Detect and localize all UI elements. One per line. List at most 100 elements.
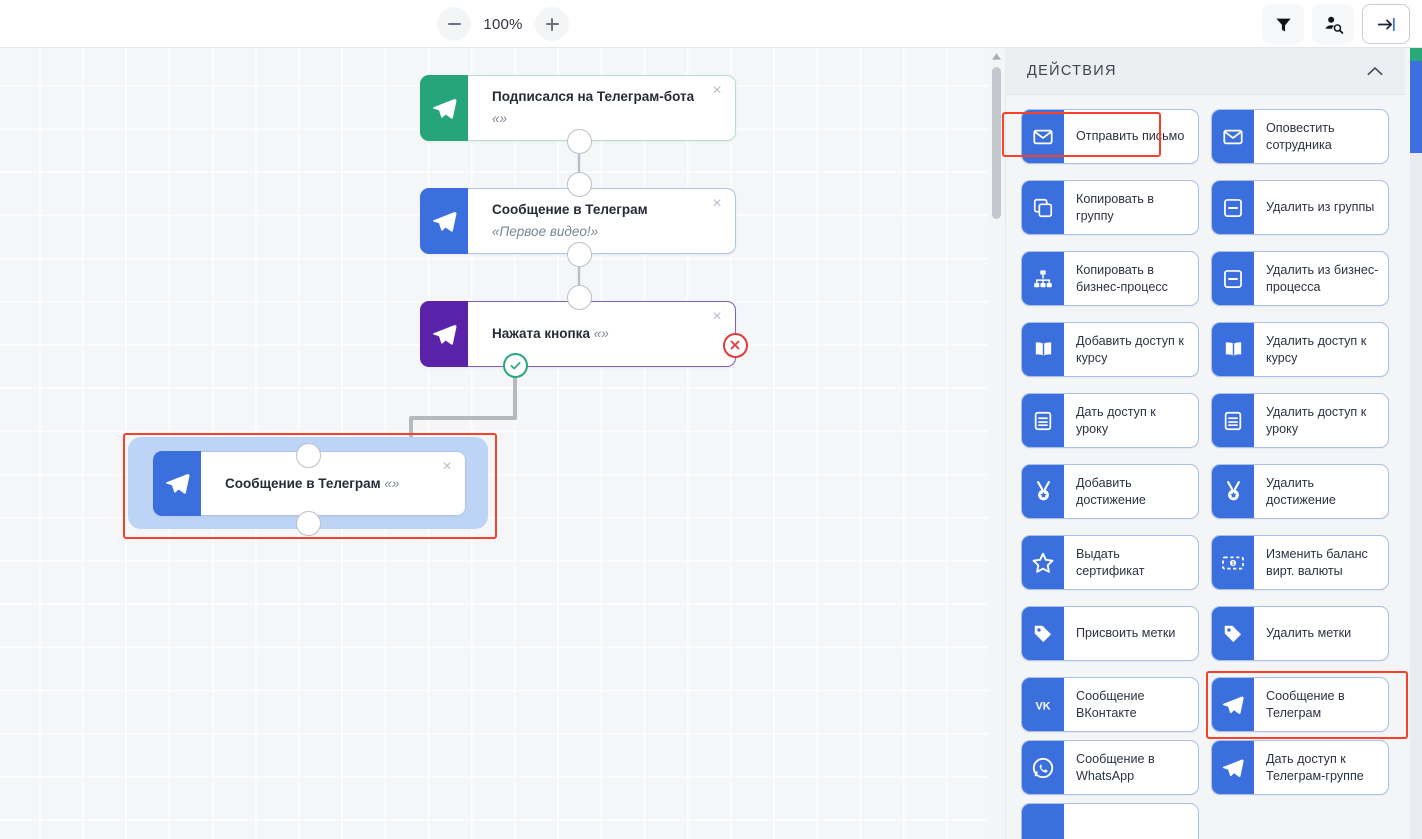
node-input-port[interactable] bbox=[566, 171, 592, 197]
action-card-copy-to-group[interactable]: Копировать в группу bbox=[1021, 180, 1199, 235]
action-card-partial[interactable] bbox=[1021, 803, 1199, 839]
action-card-remove-course-access[interactable]: Удалить доступ к курсу bbox=[1211, 322, 1389, 377]
action-card-label: Сообщение ВКонтакте bbox=[1076, 689, 1145, 720]
scroll-up-arrow-icon[interactable] bbox=[991, 52, 1002, 61]
plus-icon bbox=[545, 16, 559, 33]
action-card-label: Удалить из группы bbox=[1266, 200, 1375, 215]
toolbar-actions bbox=[1262, 4, 1410, 44]
action-card-remove-tags[interactable]: Удалить метки bbox=[1211, 606, 1389, 661]
flow-node[interactable]: Сообщение в Телеграм «Первое видео!» × bbox=[420, 188, 736, 254]
action-card-label: Присвоить метки bbox=[1076, 626, 1176, 641]
action-card-remove-from-group[interactable]: Удалить из группы bbox=[1211, 180, 1389, 235]
envelope-icon bbox=[1022, 110, 1064, 163]
action-card-telegram-group-access[interactable]: Дать доступ к Телеграм-группе bbox=[1211, 740, 1389, 795]
vk-icon: VK bbox=[1022, 678, 1064, 731]
success-check-badge[interactable] bbox=[502, 352, 528, 378]
action-cell: Оповестить сотрудника bbox=[1205, 109, 1395, 180]
panel-right-scrollbar[interactable] bbox=[1405, 47, 1422, 839]
node-output-port[interactable] bbox=[566, 241, 592, 267]
node-output-port[interactable] bbox=[566, 128, 592, 154]
action-card-remove-lesson-access[interactable]: Удалить доступ к уроку bbox=[1211, 393, 1389, 448]
action-cell: VK Сообщение ВКонтакте bbox=[1015, 677, 1205, 740]
node-quote: «Первое видео!» bbox=[492, 224, 599, 239]
scrollbar-thumb-right[interactable] bbox=[1410, 61, 1422, 153]
node-input-port[interactable] bbox=[295, 442, 321, 468]
action-card-remove-from-business-process[interactable]: Удалить из бизнес-процесса bbox=[1211, 251, 1389, 306]
zoom-out-button[interactable] bbox=[437, 7, 471, 41]
action-card-label: Удалить доступ к уроку bbox=[1266, 405, 1367, 436]
action-card-notify-employee[interactable]: Оповестить сотрудника bbox=[1211, 109, 1389, 164]
action-card-label: Удалить из бизнес-процесса bbox=[1266, 263, 1379, 294]
action-card-label: Изменить баланс вирт. валюты bbox=[1266, 547, 1368, 578]
action-card-whatsapp-message[interactable]: Сообщение в WhatsApp bbox=[1021, 740, 1199, 795]
banknote-icon: $ bbox=[1212, 536, 1254, 589]
action-card-label: Удалить доступ к курсу bbox=[1266, 334, 1367, 365]
filter-button[interactable] bbox=[1262, 4, 1304, 44]
envelope-icon bbox=[1212, 110, 1254, 163]
whatsapp-icon bbox=[1022, 741, 1064, 794]
action-card-add-course-access[interactable]: Добавить доступ к курсу bbox=[1021, 322, 1199, 377]
telegram-icon bbox=[420, 188, 468, 254]
chevron-up-icon[interactable] bbox=[1367, 66, 1383, 76]
node-close-button[interactable]: × bbox=[712, 308, 722, 325]
user-search-icon bbox=[1324, 16, 1343, 34]
action-card-change-virtual-currency-balance[interactable]: $ Изменить баланс вирт. валюты bbox=[1211, 535, 1389, 590]
action-card-vk-message[interactable]: VK Сообщение ВКонтакте bbox=[1021, 677, 1199, 732]
action-cell: Добавить достижение bbox=[1015, 464, 1205, 535]
node-close-button[interactable]: × bbox=[712, 82, 722, 99]
action-card-grant-lesson-access[interactable]: Дать доступ к уроку bbox=[1021, 393, 1199, 448]
minus-box-icon bbox=[1212, 252, 1254, 305]
actions-panel-title: ДЕЙСТВИЯ bbox=[1027, 62, 1117, 79]
node-output-port[interactable] bbox=[295, 510, 321, 536]
telegram-icon bbox=[1212, 678, 1254, 731]
action-card-issue-certificate[interactable]: Выдать сертификат bbox=[1021, 535, 1199, 590]
actions-panel-inner: ДЕЙСТВИЯ Отправить письмо bbox=[1005, 47, 1408, 839]
action-card-label: Добавить доступ к курсу bbox=[1076, 334, 1184, 365]
action-card-assign-tags[interactable]: Присвоить метки bbox=[1021, 606, 1199, 661]
action-card-send-email[interactable]: Отправить письмо bbox=[1021, 109, 1199, 164]
medal-icon bbox=[1212, 465, 1254, 518]
book-icon bbox=[1022, 323, 1064, 376]
action-card-copy-to-business-process[interactable]: Копировать в бизнес-процесс bbox=[1021, 251, 1199, 306]
flow-canvas[interactable]: Подписался на Телеграм-бота «» × Сообщен… bbox=[0, 47, 988, 839]
action-cell: Отправить письмо bbox=[1015, 109, 1205, 180]
zoom-controls: 100% bbox=[437, 6, 569, 42]
node-close-button[interactable]: × bbox=[712, 195, 722, 212]
tag-icon bbox=[1022, 607, 1064, 660]
actions-panel-header[interactable]: ДЕЙСТВИЯ bbox=[1005, 47, 1405, 95]
flow-node[interactable]: Нажата кнопка «» × bbox=[420, 301, 736, 367]
node-title: Сообщение в Телеграм «Первое видео!» bbox=[492, 202, 648, 239]
action-cell: Удалить доступ к уроку bbox=[1205, 393, 1395, 464]
action-card-label: Выдать сертификат bbox=[1076, 547, 1145, 578]
action-cell: Добавить доступ к курсу bbox=[1015, 322, 1205, 393]
action-cell: Дать доступ к Телеграм-группе bbox=[1205, 740, 1395, 803]
node-close-button[interactable]: × bbox=[442, 458, 452, 475]
top-toolbar: 100% bbox=[0, 0, 1422, 48]
action-card-telegram-message[interactable]: Сообщение в Телеграм bbox=[1211, 677, 1389, 732]
telegram-icon bbox=[153, 451, 201, 516]
svg-text:$: $ bbox=[1232, 561, 1235, 567]
node-input-port[interactable] bbox=[566, 284, 592, 310]
scrollbar-thumb[interactable] bbox=[991, 67, 1001, 219]
action-cell: Копировать в бизнес-процесс bbox=[1015, 251, 1205, 322]
star-icon bbox=[1022, 536, 1064, 589]
minus-icon bbox=[447, 22, 461, 26]
action-cell: Выдать сертификат bbox=[1015, 535, 1205, 606]
action-card-remove-achievement[interactable]: Удалить достижение bbox=[1211, 464, 1389, 519]
action-card-label: Сообщение в Телеграм bbox=[1266, 689, 1345, 720]
action-card-label: Удалить достижение bbox=[1266, 476, 1336, 507]
failure-cross-badge[interactable] bbox=[722, 332, 748, 358]
telegram-icon bbox=[420, 301, 468, 367]
action-card-label: Удалить метки bbox=[1266, 626, 1352, 641]
action-card-add-achievement[interactable]: Добавить достижение bbox=[1021, 464, 1199, 519]
collapse-panel-button[interactable] bbox=[1362, 4, 1410, 44]
zoom-in-button[interactable] bbox=[535, 7, 569, 41]
flow-node[interactable]: Подписался на Телеграм-бота «» × bbox=[420, 75, 736, 141]
action-card-label: Копировать в бизнес-процесс bbox=[1076, 263, 1168, 294]
panel-scrollbar[interactable] bbox=[988, 47, 1006, 839]
scrollbar-top-marker bbox=[1410, 47, 1422, 61]
action-card-label: Дать доступ к Телеграм-группе bbox=[1266, 752, 1364, 783]
user-search-button[interactable] bbox=[1312, 4, 1354, 44]
action-cell: Копировать в группу bbox=[1015, 180, 1205, 251]
action-card-label: Добавить достижение bbox=[1076, 476, 1146, 507]
